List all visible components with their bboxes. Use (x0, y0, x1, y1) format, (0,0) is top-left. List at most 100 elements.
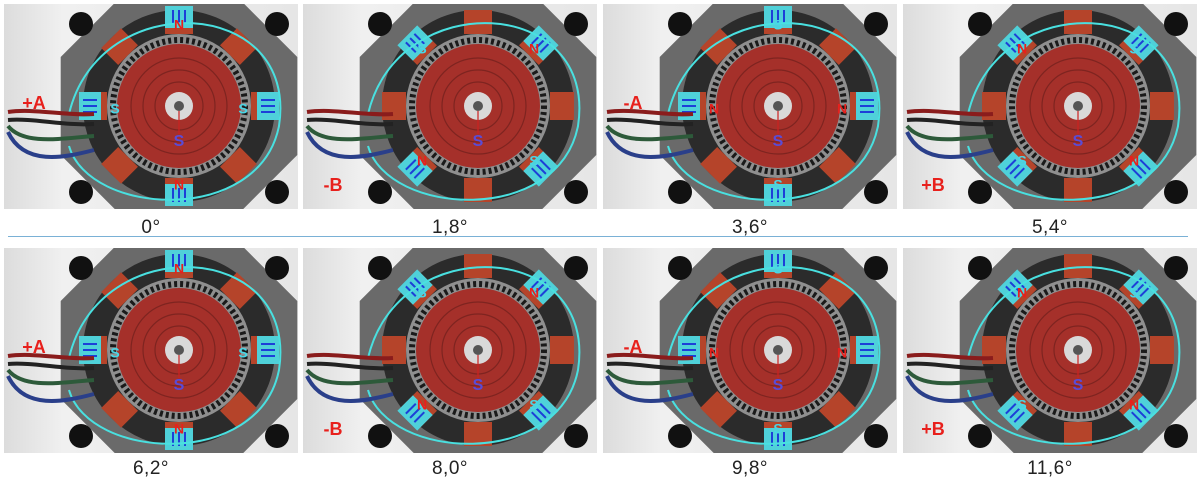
pole-letter: N (709, 101, 719, 117)
rotor-ring (1029, 57, 1127, 155)
rotor-ring (729, 57, 827, 155)
stator-pole (101, 391, 138, 428)
current-arrows (531, 403, 551, 423)
current-arrows (83, 99, 97, 113)
rotor-ring (130, 57, 228, 155)
wire-red (7, 352, 95, 361)
wire-blue (6, 131, 95, 159)
pole-letter: N (174, 421, 184, 437)
wire-green (605, 368, 694, 386)
angle-caption: 6,2° (132, 458, 169, 479)
stator-pole (700, 391, 737, 428)
pole-letter: S (1017, 397, 1026, 413)
pole-letter: S (238, 101, 247, 117)
coil-winding (220, 147, 257, 184)
wire-green (905, 368, 994, 386)
mounting-hole (864, 12, 888, 36)
wire-red (906, 352, 994, 361)
stator-pole (251, 336, 279, 364)
stator-pole (550, 336, 574, 364)
wire-blue (905, 375, 994, 403)
coil-winding (220, 391, 257, 428)
pole-letter: S (110, 345, 119, 361)
wire-blue (605, 131, 694, 159)
rotor-ring (441, 69, 515, 143)
stator-pole (997, 147, 1037, 187)
pole-letter: N (837, 101, 847, 117)
row-divider (8, 236, 1188, 237)
stator-pole (819, 272, 856, 309)
coil-winding (1150, 336, 1174, 364)
mounting-hole (1164, 256, 1188, 280)
mounting-hole (368, 12, 392, 36)
mounting-hole (265, 424, 289, 448)
wire-label: +A (22, 337, 46, 357)
mounting-hole (69, 256, 93, 280)
stator-pole (1064, 254, 1092, 278)
pole-letter: S (417, 41, 426, 57)
stator-pole (997, 391, 1037, 431)
current-arrows (771, 254, 785, 268)
rotor-ring (1041, 69, 1115, 143)
mounting-hole (69, 424, 93, 448)
wire-label: +B (921, 419, 945, 439)
current-arrows (261, 99, 275, 113)
wire-black (7, 117, 95, 127)
pole-letter: S (1129, 41, 1138, 57)
stator-pole (700, 147, 737, 184)
pole-letter: N (174, 261, 184, 277)
wire-green (905, 124, 994, 142)
wire-label: -A (624, 337, 643, 357)
stator-pole (220, 147, 257, 184)
wire-red (906, 108, 994, 117)
pole-letter: S (110, 101, 119, 117)
coil-winding (819, 391, 856, 428)
wire-label: +A (22, 93, 46, 113)
stator-pole (220, 391, 257, 428)
angle-caption: 11,6° (1027, 458, 1073, 479)
current-arrows (83, 343, 97, 357)
mounting-hole (864, 424, 888, 448)
mounting-hole (368, 180, 392, 204)
rotor-teeth (709, 281, 847, 419)
mounting-hole (668, 424, 692, 448)
current-arrows (1005, 403, 1025, 423)
mounting-hole (1164, 424, 1188, 448)
pole-letter: N (1017, 285, 1027, 301)
stator-pole (819, 391, 856, 428)
wire-red (606, 352, 694, 361)
wire-red (7, 108, 95, 117)
pole-letter: S (529, 153, 538, 169)
pole-letter: S (1017, 153, 1026, 169)
mounting-hole (564, 256, 588, 280)
mounting-hole (968, 256, 992, 280)
stator-pole (850, 336, 878, 364)
wire-green (305, 368, 394, 386)
mounting-hole (265, 180, 289, 204)
pole-letter: N (1129, 153, 1139, 169)
coil-winding (464, 254, 492, 278)
pole-letter: S (773, 261, 782, 277)
stator-pole (519, 147, 559, 187)
stator-pole (1064, 10, 1092, 34)
rotor-pole-label: S (773, 133, 784, 150)
shaft-center (174, 345, 184, 355)
rotor-ring (1029, 301, 1127, 399)
coil-winding (220, 28, 257, 65)
rotor-teeth (409, 281, 547, 419)
mounting-hole (564, 180, 588, 204)
flux-line (367, 22, 581, 201)
mounting-hole (265, 256, 289, 280)
pole-letter: S (1129, 285, 1138, 301)
mounting-hole (1164, 180, 1188, 204)
rotor-pole-label: S (1073, 377, 1084, 394)
stator-pole (220, 272, 257, 309)
pole-letter: N (1017, 41, 1027, 57)
coil-winding (700, 391, 737, 428)
